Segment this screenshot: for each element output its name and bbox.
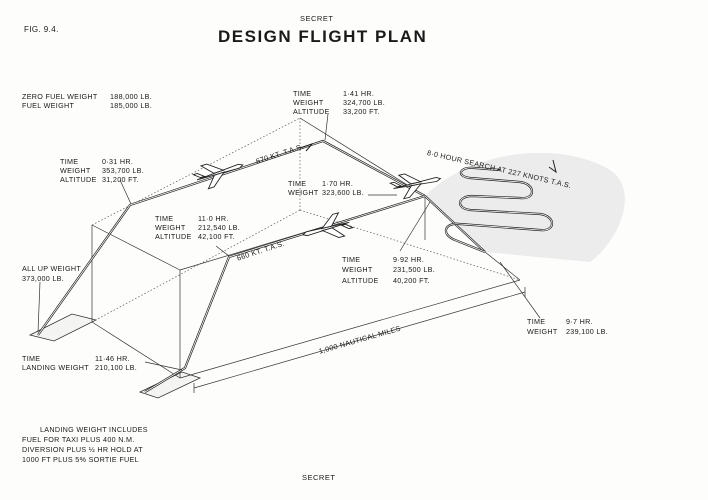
footnote-line-4: 1000 FT PLUS 5% SORTIE FUEL	[22, 455, 139, 464]
outbound-path	[37, 139, 426, 336]
fuel-weight-label: FUEL WEIGHT	[22, 101, 75, 110]
zero-fuel-weight-label: ZERO FUEL WEIGHT	[22, 92, 98, 101]
point-c-weight-value: 323,600 LB.	[322, 188, 365, 197]
figure-number: FIG. 9.4.	[24, 25, 59, 34]
point-b-weight-label: WEIGHT	[293, 98, 324, 107]
aircraft-outbound-icon	[191, 163, 244, 190]
search-racetrack	[444, 166, 554, 254]
point-d-altitude-label: ALTITUDE	[155, 232, 192, 241]
search-area	[425, 152, 625, 262]
landing-time-value: 11·46 HR.	[95, 354, 130, 363]
point-e-weight-label: WEIGHT	[342, 265, 373, 274]
landing-time-label: TIME	[22, 354, 41, 363]
search-arrow-icon	[548, 159, 557, 174]
speed-out-arrow-icon	[299, 142, 314, 152]
point-c-time-value: 1·70 HR.	[322, 179, 354, 188]
zero-fuel-weight-value: 188,000 LB.	[110, 92, 153, 101]
takeoff-runway	[28, 313, 98, 342]
aircraft-search-icon	[388, 173, 442, 200]
leader-lines	[37, 113, 541, 371]
all-up-weight-value: 373,000 LB.	[22, 274, 65, 283]
point-b-altitude-label: ALTITUDE	[293, 107, 330, 116]
distance-dimension	[193, 287, 526, 393]
return-path	[144, 194, 426, 393]
point-e-altitude-value: 40,200 FT.	[393, 276, 430, 285]
point-a-time-label: TIME	[60, 157, 79, 166]
footnote-line-1: LANDING WEIGHT INCLUDES	[40, 425, 148, 434]
point-a-weight-value: 353,700 LB.	[102, 166, 145, 175]
point-f-weight-value: 239,100 LB.	[566, 327, 609, 336]
landing-weight-label: LANDING WEIGHT	[22, 363, 89, 372]
point-d-time-value: 11·0 HR.	[198, 214, 229, 223]
point-d-time-label: TIME	[155, 214, 174, 223]
point-e-weight-value: 231,500 LB.	[393, 265, 436, 274]
point-d-weight-label: WEIGHT	[155, 223, 186, 232]
point-e-altitude-label: ALTITUDE	[342, 276, 379, 285]
aircraft-return-icon	[301, 212, 355, 238]
point-b-time-label: TIME	[293, 89, 312, 98]
point-a-altitude-label: ALTITUDE	[60, 175, 97, 184]
point-b-weight-value: 324,700 LB.	[343, 98, 386, 107]
point-c-weight-label: WEIGHT	[288, 188, 319, 197]
point-d-altitude-value: 42,100 FT.	[198, 232, 235, 241]
footnote-line-3: DIVERSION PLUS ½ HR HOLD AT	[22, 445, 143, 454]
point-e-time-value: 9·92 HR.	[393, 255, 425, 264]
point-c-time-label: TIME	[288, 179, 307, 188]
point-e-time-label: TIME	[342, 255, 361, 264]
point-f-weight-label: WEIGHT	[527, 327, 558, 336]
point-a-altitude-value: 31,200 FT.	[102, 175, 139, 184]
landing-weight-value: 210,100 LB.	[95, 363, 138, 372]
secret-top-label: SECRET	[300, 14, 334, 23]
fuel-weight-value: 185,000 LB.	[110, 101, 153, 110]
point-d-weight-value: 212,540 LB.	[198, 223, 241, 232]
all-up-weight-label: ALL UP WEIGHT	[22, 264, 82, 273]
point-b-time-value: 1·41 HR.	[343, 89, 375, 98]
footnote-line-2: FUEL FOR TAXI PLUS 400 N.M.	[22, 435, 135, 444]
point-f-time-value: 9·7 HR.	[566, 317, 593, 326]
point-b-altitude-value: 33,200 FT.	[343, 107, 380, 116]
point-a-weight-label: WEIGHT	[60, 166, 91, 175]
point-a-time-value: 0·31 HR.	[102, 157, 134, 166]
secret-bottom-label: SECRET	[302, 473, 336, 482]
page-title: DESIGN FLIGHT PLAN	[218, 27, 428, 46]
point-f-time-label: TIME	[527, 317, 546, 326]
